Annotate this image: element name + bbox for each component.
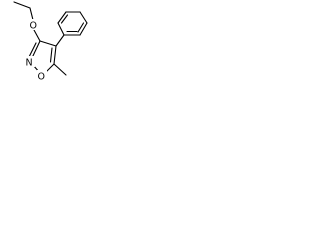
bond-phenyl-double-b [77,22,85,33]
ether-oxygen-label: O [30,21,37,32]
ring-oxygen-background [37,70,47,81]
ring-nitrogen-label: N [26,58,33,69]
chemical-structure-diagram: O N O [13,1,88,83]
bond-c3-n-single [31,40,41,59]
bond-o-c3 [33,29,41,42]
bond-phenyl-4-5 [79,11,88,24]
bond-c4-phenyl [55,34,65,47]
bond-c5-methyl [53,63,67,76]
bond-phenyl-1-2 [57,22,65,36]
bond-phenyl-5-6 [79,22,88,36]
bond-c4-c5-single [53,45,57,65]
bond-ethyl-ch3-ch2 [13,1,31,9]
ring-oxygen-label: O [38,72,45,83]
bond-c3-c4 [39,40,57,47]
ring-nitrogen-background [25,56,35,67]
bond-phenyl-double-a [60,14,69,24]
bond-ethyl-ch2-o [29,7,34,21]
bond-c4-c5-double [49,47,53,63]
bond-phenyl-2-3 [57,11,67,24]
ether-oxygen-background [29,19,39,30]
bond-c3-n-double [28,42,37,58]
